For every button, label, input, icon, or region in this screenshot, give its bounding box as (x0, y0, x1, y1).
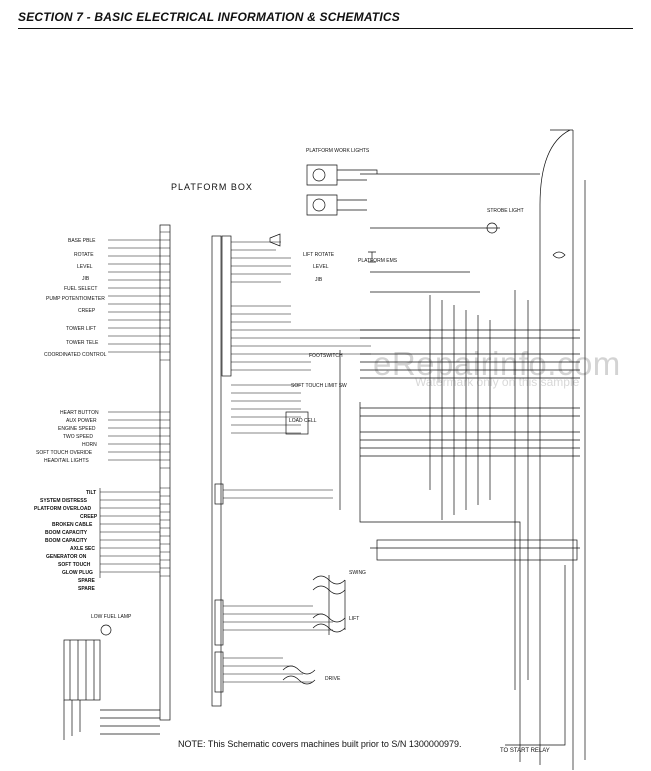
label-work-lights: PLATFORM WORK LIGHTS (306, 148, 370, 154)
label-footswitch: FOOTSWITCH (309, 353, 343, 359)
label-spare2: SPARE (78, 586, 96, 592)
label-engine-speed: ENGINE SPEED (58, 426, 96, 432)
connector-j1-strip (159, 224, 171, 721)
label-tower-lift: TOWER LIFT (66, 326, 96, 332)
label-glow-plug: GLOW PLUG (62, 570, 93, 576)
label-level-side: LEVEL (77, 264, 93, 270)
label-fuel-select: FUEL SELECT (64, 286, 97, 292)
label-level: LEVEL (313, 264, 329, 270)
to-start-relay-label: TO START RELAY (500, 748, 550, 754)
label-jib: JIB (315, 277, 323, 283)
label-boom-capacity2: BOOM CAPACITY (45, 538, 88, 544)
label-swing: SWING (349, 570, 366, 576)
label-headlights: HEAD/TAIL LIGHTS (44, 458, 89, 464)
label-axle-sec: AXLE SEC (70, 546, 95, 552)
label-two-speed: TWO SPEED (63, 434, 93, 440)
label-soft-touch-override: SOFT TOUCH OVERIDE (36, 450, 93, 456)
platform-box-label: PLATFORM BOX (171, 182, 253, 192)
section-title: SECTION 7 - BASIC ELECTRICAL INFORMATION… (18, 10, 400, 24)
label-boom-capacity: BOOM CAPACITY (45, 530, 88, 536)
label-creep2: CREEP (80, 514, 98, 520)
label-aux-power: AUX POWER (66, 418, 97, 424)
label-platform-ems: PLATFORM EMS (358, 258, 398, 264)
label-tower-tele: TOWER TELE (66, 340, 99, 346)
label-rotate: ROTATE (74, 252, 94, 258)
connector-j2-strip (211, 235, 222, 707)
label-tilt: TILT (86, 490, 96, 496)
label-lift-rotate: LIFT ROTATE (303, 252, 335, 258)
label-system-distress: SYSTEM DISTRESS (40, 498, 88, 504)
label-strobe-light: STROBE LIGHT (487, 208, 524, 214)
watermark-main: eRepairinfo.com (373, 345, 621, 382)
label-base-pble: BASE PBLE (68, 238, 96, 244)
label-creep: CREEP (78, 308, 96, 314)
label-pump-pot: PUMP POTENTIOMETER (46, 296, 105, 302)
schematic-note: NOTE: This Schematic covers machines bui… (178, 739, 462, 749)
label-horn: HORN (82, 442, 97, 448)
label-drive: DRIVE (325, 676, 341, 682)
header-divider (18, 28, 633, 29)
label-heart-button: HEART BUTTON (60, 410, 99, 416)
label-spare: SPARE (78, 578, 96, 584)
label-broken-cable: BROKEN CABLE (52, 522, 93, 528)
label-soft-touch2: SOFT TOUCH (58, 562, 91, 568)
label-generator-on: GENERATOR ON (46, 554, 87, 560)
label-load-cell: LOAD CELL (289, 418, 317, 424)
label-jib-side: JIB (82, 276, 90, 282)
label-coord: COORDINATED CONTROL (44, 352, 107, 358)
label-low-fuel-lamp: LOW FUEL LAMP (91, 614, 132, 620)
label-lift: LIFT (349, 616, 359, 622)
watermark-sub: Watermark only on this sample (415, 375, 580, 389)
label-platform-overload: PLATFORM OVERLOAD (34, 506, 92, 512)
label-soft-touch: SOFT TOUCH LIMIT SW (291, 383, 347, 389)
